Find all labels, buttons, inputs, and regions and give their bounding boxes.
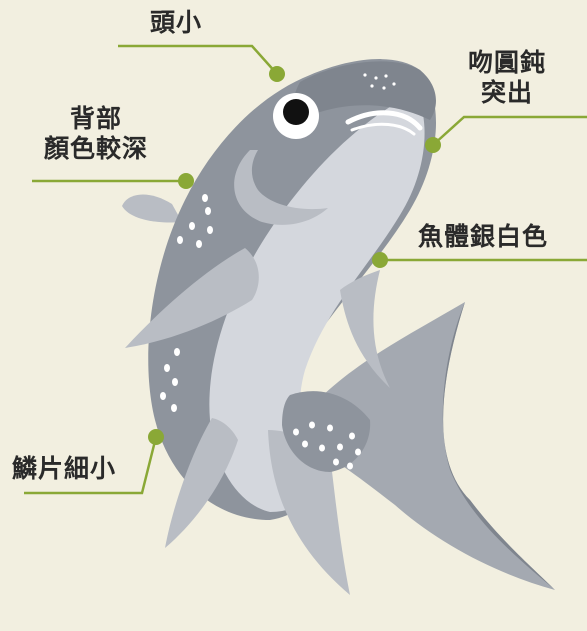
- label-dark-back-line2: 顏色較深: [44, 134, 149, 163]
- mouth-line: [345, 110, 423, 131]
- pelvic-fin: [340, 270, 390, 388]
- label-small-head: 頭小: [150, 8, 202, 38]
- fish-head: [293, 61, 436, 120]
- leader-line-head: [118, 44, 278, 75]
- label-fine-scales: 鱗片細小: [12, 454, 116, 484]
- label-blunt-snout-line2: 突出: [481, 78, 534, 107]
- lower-body-patch: [282, 391, 371, 472]
- leader-dot-head: [269, 66, 285, 82]
- gill-cover: [234, 150, 328, 225]
- eye-pupil: [283, 99, 309, 125]
- label-small-head-text: 頭小: [150, 8, 203, 37]
- mouth-lower: [350, 122, 416, 136]
- scale-dots: [160, 73, 396, 470]
- label-silver-white-body: 魚體銀白色: [418, 222, 548, 252]
- silver-belly: [209, 92, 425, 512]
- leader-lines: [24, 44, 587, 495]
- leader-dot-snout: [425, 137, 441, 153]
- label-blunt-snout: 吻圓鈍 突出: [468, 48, 546, 108]
- label-dark-back-line1: 背部: [70, 104, 123, 133]
- dorsal-fin: [122, 194, 182, 223]
- leader-line-scales: [24, 436, 158, 495]
- leader-dot-back: [178, 173, 194, 189]
- tail-fin: [300, 302, 555, 590]
- label-blunt-snout-line1: 吻圓鈍: [468, 48, 547, 77]
- anal-fin-left: [165, 418, 238, 548]
- pectoral-fin: [125, 248, 259, 348]
- leader-dots: [148, 66, 441, 445]
- label-fine-scales-text: 鱗片細小: [12, 454, 117, 483]
- leader-dot-body: [372, 252, 388, 268]
- label-dark-back: 背部 顏色較深: [44, 104, 148, 164]
- leader-line-snout: [432, 115, 587, 146]
- leader-dot-scales: [148, 429, 164, 445]
- label-silver-white-body-text: 魚體銀白色: [418, 222, 549, 251]
